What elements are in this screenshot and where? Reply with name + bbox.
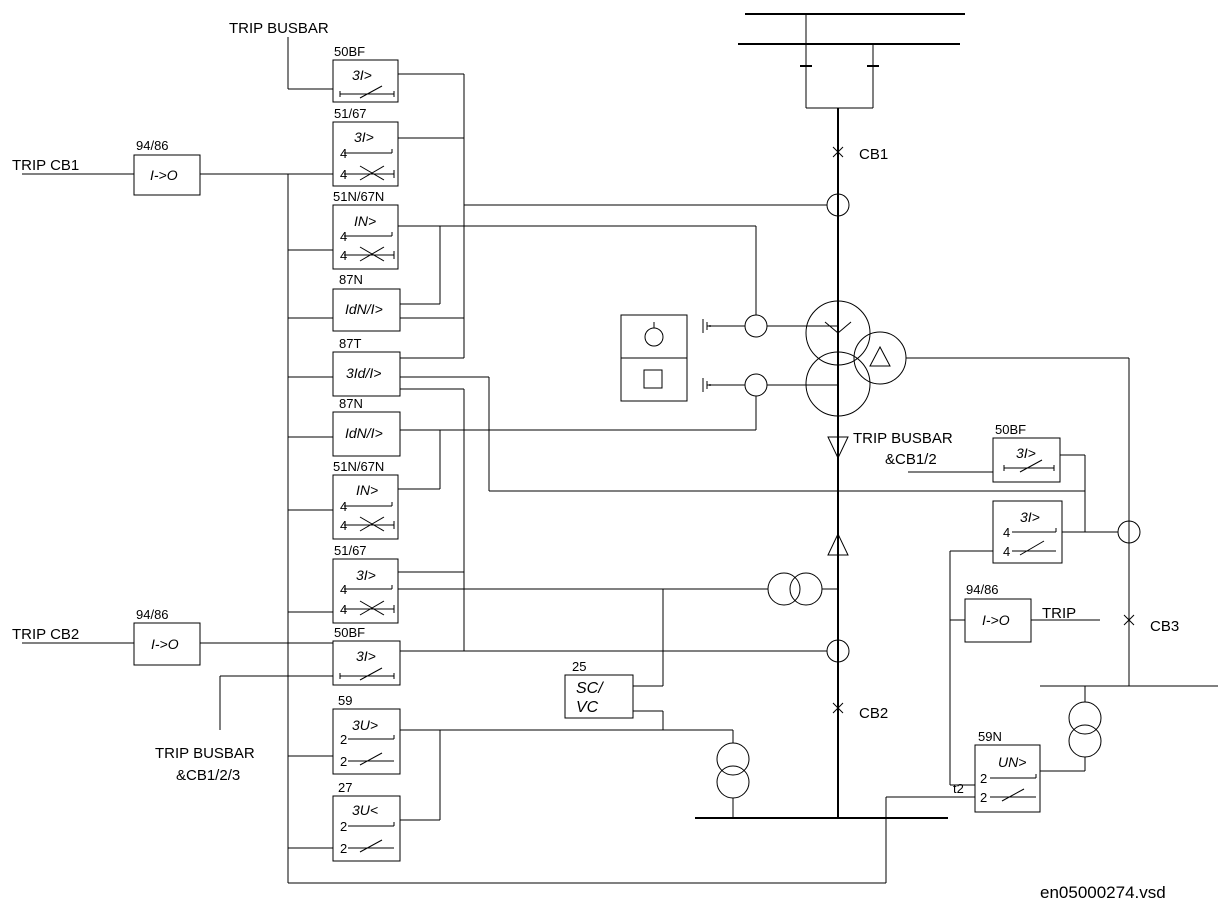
setting-5167-top-2: 4 [340, 167, 347, 182]
func-87n-top-text: IdN/I> [345, 301, 383, 317]
func-51n-top-box [332, 204, 399, 270]
func-5167-bot-text: 3I> [356, 567, 376, 583]
characteristic-marks [339, 85, 1057, 853]
code-25: 25 [572, 659, 586, 674]
code-59n: 59N [978, 729, 1002, 744]
func-50bf-right-text: 3I> [1016, 445, 1036, 461]
cb3-vt [1040, 686, 1102, 772]
setting-51-right-2: 4 [1003, 544, 1010, 559]
func-87n-bot-box [332, 411, 401, 457]
t2-label: t2 [953, 781, 964, 796]
func-25-text-2: VC [576, 699, 599, 716]
func-87t-box [332, 351, 401, 397]
setting-59n-1: 2 [980, 771, 987, 786]
func-51n-bot-box [332, 474, 399, 540]
func-59n-text: UN> [998, 754, 1026, 770]
code-51n-top: 51N/67N [333, 189, 384, 204]
func-50bf-top-box [332, 59, 399, 103]
func-25-text-1: SC/ [576, 680, 604, 697]
label-filename: en05000274.vsd [1040, 883, 1166, 902]
func-50bf-top-text: 3I> [352, 67, 372, 83]
setting-27-2: 2 [340, 841, 347, 856]
func-50bf-bot-box [332, 640, 401, 686]
code-5167-bot: 51/67 [334, 543, 367, 558]
label-trip-busbar-top: TRIP BUSBAR [229, 20, 329, 37]
power-transformer [805, 300, 907, 417]
func-51-right-box [992, 500, 1063, 564]
label-cb1: CB1 [859, 146, 888, 163]
func-5167-bot-box [332, 558, 399, 624]
setting-27-1: 2 [340, 819, 347, 834]
code-87n-bot: 87N [339, 396, 363, 411]
label-cb2: CB2 [859, 705, 888, 722]
lockout-cb1-text: I->O [150, 167, 178, 183]
func-59-text: 3U> [352, 717, 378, 733]
func-59-box [332, 708, 401, 775]
func-87t-text: 3Id/I> [346, 365, 381, 381]
code-59: 59 [338, 693, 352, 708]
label-trip-busbar-cb123-line1: TRIP BUSBAR [155, 745, 255, 762]
label-trip-cb2: TRIP CB2 [12, 626, 79, 643]
label-trip-busbar-cb12-line1: TRIP BUSBAR [853, 430, 953, 447]
setting-51-right-1: 4 [1003, 525, 1010, 540]
setting-51n-bot-1: 4 [340, 499, 347, 514]
func-5167-top-text: 3I> [354, 129, 374, 145]
disconnectors [800, 14, 879, 109]
code-5167-top: 51/67 [334, 106, 367, 121]
func-50bf-bot-text: 3I> [356, 648, 376, 664]
func-5167-top-box [332, 121, 399, 187]
func-27-text: 3U< [352, 802, 378, 818]
code-lockout-right: 94/86 [966, 582, 999, 597]
label-trip-busbar-cb123-line2: &CB1/2/3 [176, 767, 240, 784]
code-lockout-cb2: 94/86 [136, 607, 169, 622]
setting-51n-bot-2: 4 [340, 518, 347, 533]
setting-5167-top-1: 4 [340, 146, 347, 161]
lockout-cb1-box [133, 154, 201, 196]
label-cb3: CB3 [1150, 618, 1179, 635]
code-27: 27 [338, 780, 352, 795]
busbar-vt [440, 729, 750, 818]
setting-59n-2: 2 [980, 790, 987, 805]
top-busbars [738, 13, 965, 45]
func-87n-top-box [332, 288, 401, 332]
setting-5167-bot-2: 4 [340, 602, 347, 617]
func-51n-top-text: IN> [354, 213, 376, 229]
label-trip-busbar-cb12-line2: &CB1/2 [885, 451, 937, 468]
setting-51n-top-2: 4 [340, 248, 347, 263]
lightning-arrester-bottom [827, 532, 849, 556]
code-50bf-right: 50BF [995, 422, 1026, 437]
setting-51n-top-1: 4 [340, 229, 347, 244]
code-lockout-cb1: 94/86 [136, 138, 169, 153]
label-trip-right: TRIP [1042, 605, 1076, 622]
lockout-cb2-box [133, 622, 201, 666]
func-51n-bot-text: IN> [356, 482, 378, 498]
lightning-arrester-top [827, 436, 849, 460]
code-51n-bot: 51N/67N [333, 459, 384, 474]
feeder-vt [767, 572, 838, 606]
code-50bf-bot: 50BF [334, 625, 365, 640]
label-trip-cb1: TRIP CB1 [12, 157, 79, 174]
func-25-box [564, 674, 634, 719]
setting-59-1: 2 [340, 732, 347, 747]
code-50bf-top: 50BF [334, 44, 365, 59]
setting-59-2: 2 [340, 754, 347, 769]
func-59n-box [974, 744, 1041, 813]
func-27-box [332, 795, 401, 862]
setting-5167-bot-1: 4 [340, 582, 347, 597]
func-51-right-text: 3I> [1020, 509, 1040, 525]
lockout-right-box [964, 598, 1032, 643]
lockout-cb2-text: I->O [151, 636, 179, 652]
func-50bf-right-box [992, 437, 1061, 483]
func-87n-bot-text: IdN/I> [345, 425, 383, 441]
neutral-ct-device [620, 314, 838, 402]
lockout-right-text: I->O [982, 612, 1010, 628]
code-87t: 87T [339, 336, 361, 351]
code-87n-top: 87N [339, 272, 363, 287]
